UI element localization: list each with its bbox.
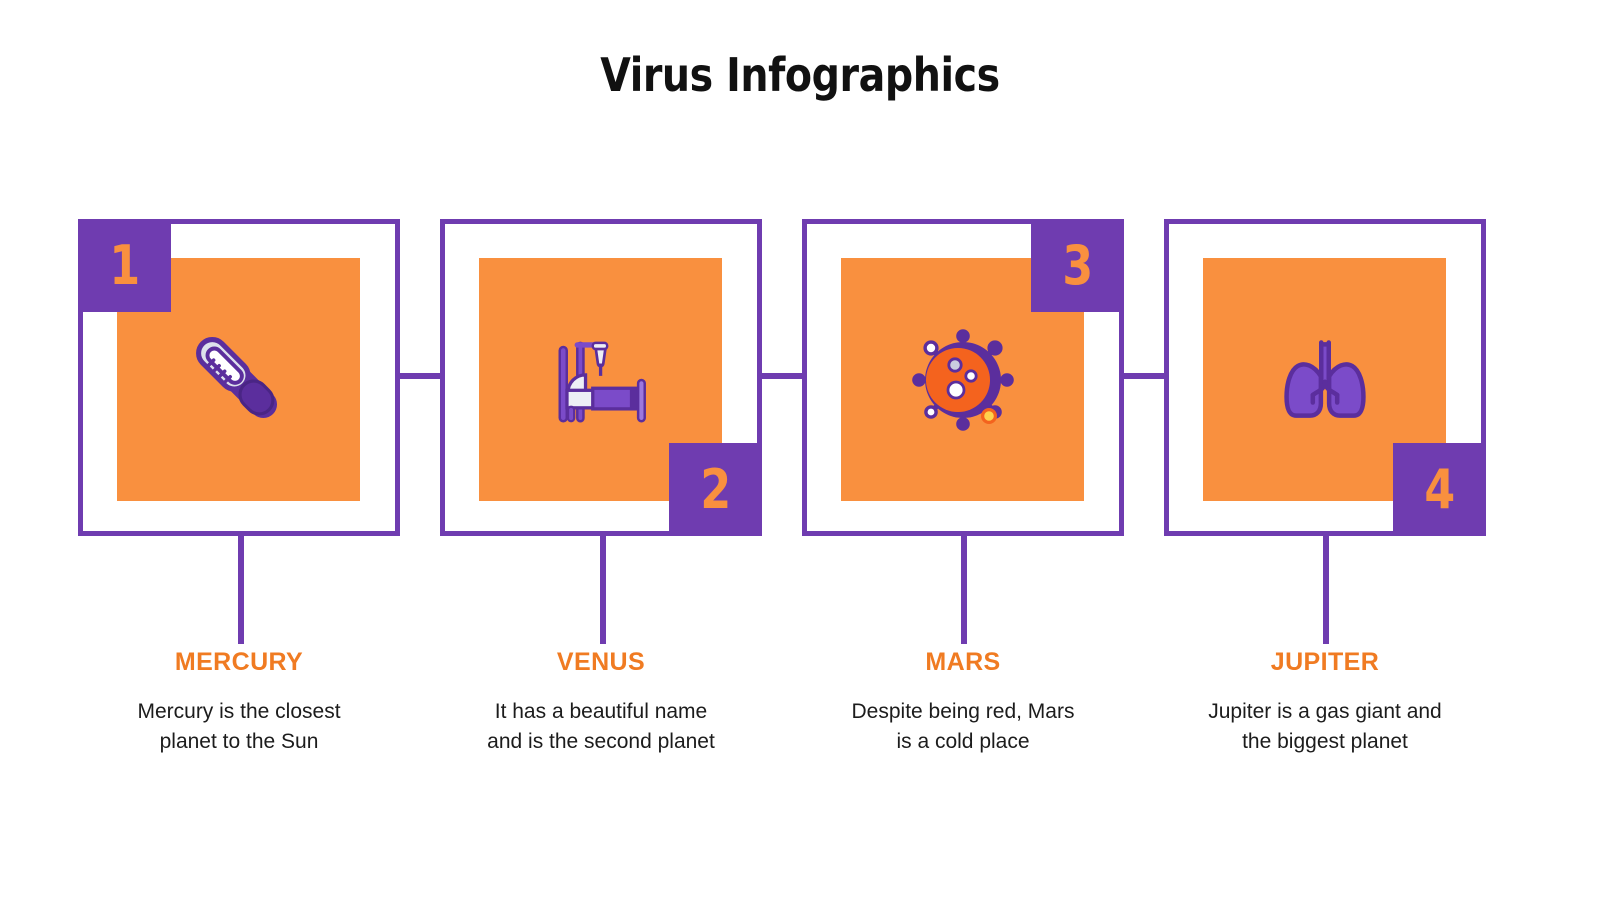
caption-title-2: VENUS — [556, 648, 646, 676]
caption-1: MERCURY Mercury is the closest planet to… — [78, 648, 400, 758]
caption-description-1: Mercury is the closest planet to the Sun — [137, 700, 341, 754]
card-number-3: 3 — [1062, 233, 1093, 297]
connector-vertical-3 — [961, 534, 967, 644]
virus-icon — [899, 316, 1027, 444]
icon-panel-4 — [1203, 258, 1446, 501]
card-3[interactable]: 3 — [802, 219, 1124, 536]
card-number-4: 4 — [1424, 457, 1455, 521]
connector-vertical-1 — [238, 534, 244, 644]
connector-horizontal-2-3 — [758, 373, 804, 379]
connector-horizontal-1-2 — [398, 373, 442, 379]
card-badge-2: 2 — [669, 443, 762, 536]
hospital-bed-icon — [535, 314, 667, 446]
connector-vertical-4 — [1323, 534, 1329, 644]
caption-description-4: Jupiter is a gas giant and the biggest p… — [1208, 700, 1442, 754]
connector-vertical-2 — [600, 534, 606, 644]
card-number-2: 2 — [700, 457, 731, 521]
card-4[interactable]: 4 — [1164, 219, 1486, 536]
caption-2: VENUS It has a beautiful name and is the… — [440, 648, 762, 758]
caption-title-4: JUPITER — [1270, 648, 1380, 676]
card-badge-4: 4 — [1393, 443, 1486, 536]
caption-4: JUPITER Jupiter is a gas giant and the b… — [1164, 648, 1486, 758]
caption-description-3: Despite being red, Mars is a cold place — [851, 700, 1075, 754]
card-badge-3: 3 — [1031, 219, 1124, 312]
caption-title-3: MARS — [925, 648, 1001, 676]
thermometer-icon — [176, 317, 301, 442]
caption-3: MARS Despite being red, Mars is a cold p… — [802, 648, 1124, 758]
cards-row: 1 — [0, 219, 1600, 539]
card-2[interactable]: 2 — [440, 219, 762, 536]
caption-description-2: It has a beautiful name and is the secon… — [487, 700, 715, 754]
connector-horizontal-3-4 — [1120, 373, 1166, 379]
lungs-icon — [1265, 320, 1385, 440]
caption-title-1: MERCURY — [174, 648, 304, 676]
card-number-1: 1 — [109, 233, 140, 297]
card-1[interactable]: 1 — [78, 219, 400, 536]
card-badge-1: 1 — [78, 219, 171, 312]
page-title: Virus Infographics — [600, 48, 1000, 102]
